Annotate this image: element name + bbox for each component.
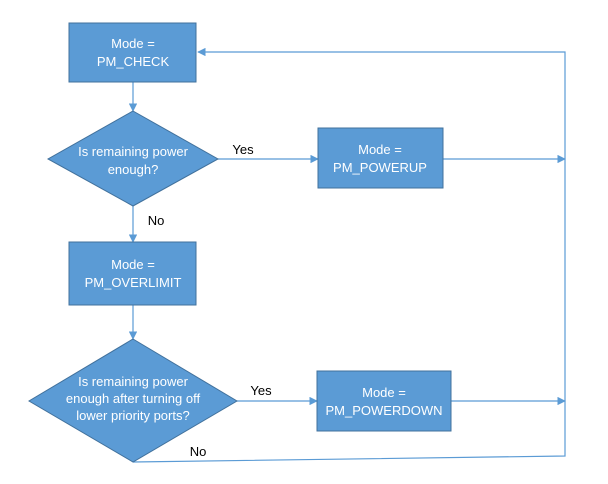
node-overlimit-line-1: Mode = [111,257,155,272]
edge-label-q2-no: No [190,444,207,459]
node-powerup-line-1: Mode = [358,142,402,157]
node-q1: Is remaining power enough? [46,110,220,207]
node-q2: Is remaining power enough after turning … [28,338,238,463]
node-powerdown: Mode = PM_POWERDOWN [316,370,452,432]
node-powerup: Mode = PM_POWERUP [317,127,444,189]
edge-label-q2-yes: Yes [250,383,272,398]
node-check-line-2: PM_CHECK [97,54,170,69]
process-box-overlimit [68,241,197,306]
edge-label-q1-no: No [148,213,165,228]
edge-label-q1-yes: Yes [232,142,254,157]
node-powerup-line-2: PM_POWERUP [333,160,427,175]
process-box-powerup [317,127,444,189]
node-check: Mode = PM_CHECK [68,22,197,83]
connectors [128,47,566,463]
node-q2-line-3: lower priority ports? [76,408,189,423]
process-box-powerdown [316,370,452,432]
node-overlimit: Mode = PM_OVERLIMIT [68,241,197,306]
node-q2-line-2: enough after turning off [66,391,201,406]
process-box-check [68,22,197,83]
decision-diamond-q1 [46,110,220,207]
node-powerdown-line-1: Mode = [362,385,406,400]
node-q1-line-2: enough? [108,162,159,177]
node-check-line-1: Mode = [111,36,155,51]
node-q1-line-1: Is remaining power [78,144,188,159]
node-powerdown-line-2: PM_POWERDOWN [326,403,443,418]
node-q2-line-1: Is remaining power [78,374,188,389]
edge-q2-no-loop [132,47,566,463]
decision-diamond-q2 [28,338,238,463]
node-overlimit-line-2: PM_OVERLIMIT [85,275,182,290]
